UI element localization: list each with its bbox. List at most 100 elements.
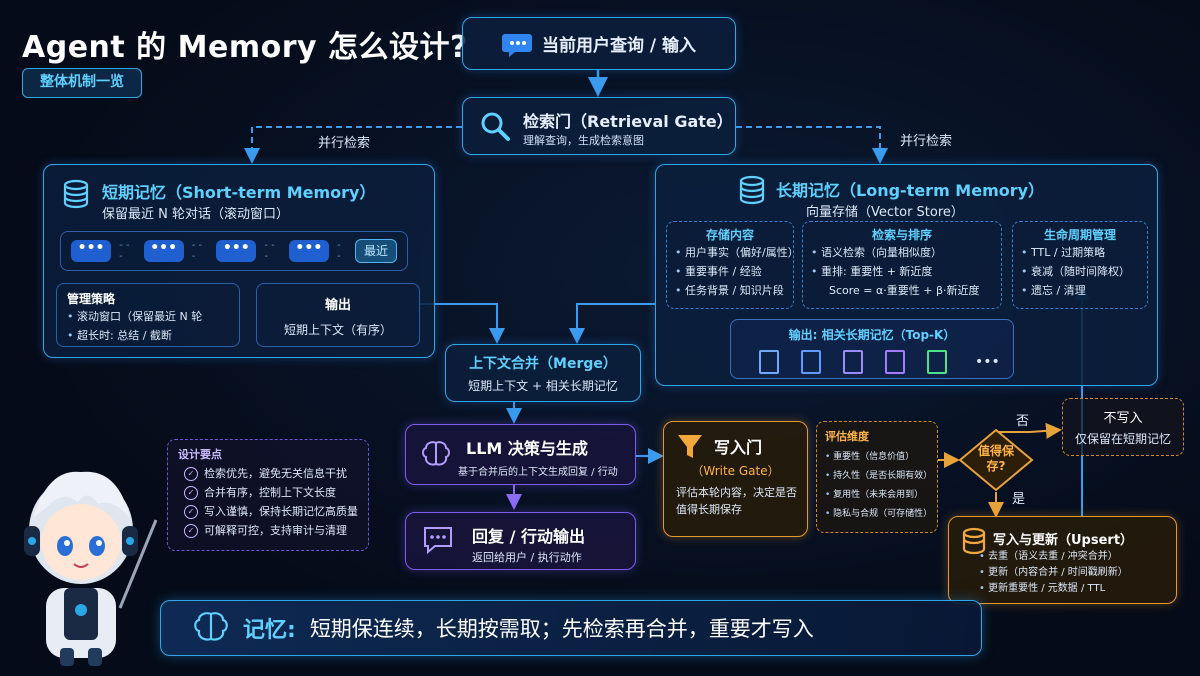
message-icon <box>424 527 452 555</box>
write-gate-title: 写入门 <box>714 438 763 457</box>
arrow-short-to-merge <box>420 303 505 344</box>
tip-item: ✓检索优先，避免无关信息干扰 <box>178 464 358 483</box>
short-output-box: 输出 短期上下文（有序） <box>256 283 420 347</box>
eval-item: 隐私与合规（可存储性） <box>825 505 932 524</box>
document-icon <box>885 350 905 374</box>
upsert-title: 写入与更新（Upsert） <box>993 533 1134 548</box>
lifecycle-box: 生命周期管理 TTL / 过期策略 衰减（随时间降权） 遗忘 / 清理 <box>1012 221 1148 309</box>
write-gate-desc: 评估本轮内容，决定是否值得长期保存 <box>676 486 797 516</box>
eval-title: 评估维度 <box>825 430 869 443</box>
document-icon <box>759 350 779 374</box>
no-label: 否 <box>1016 414 1030 429</box>
long-term-memory-panel: 长期记忆（Long-term Memory） 向量存储（Vector Store… <box>655 164 1158 386</box>
strategy-item: 超长时: 总结 / 截断 <box>67 326 229 345</box>
llm-title: LLM 决策与生成 <box>466 439 588 458</box>
upsert-box: 写入与更新（Upsert） 去重（语义去重 / 冲突合并） 更新（内容合并 / … <box>948 516 1177 604</box>
strategy-item: 滚动窗口（保留最近 N 轮 <box>67 307 229 326</box>
no-write-subtitle: 仅保留在短期记忆 <box>1074 432 1171 446</box>
footer-text: 短期保连续，长期按需取；先检索再合并，重要才写入 <box>309 617 814 641</box>
check-icon: ✓ <box>184 523 198 538</box>
tip-item: ✓合并有序，控制上下文长度 <box>178 483 358 502</box>
search-icon <box>481 112 510 141</box>
parallel-label-left: 并行检索 <box>318 136 371 151</box>
arrow-decision-no <box>996 422 1062 439</box>
reply-box: 回复 / 行动输出 返回给用户 / 执行动作 <box>405 512 636 570</box>
dialog-bubble: ••• <box>288 240 329 262</box>
document-icon <box>927 350 947 374</box>
document-icon <box>843 350 863 374</box>
lifecycle-item: 遗忘 / 清理 <box>1021 281 1139 300</box>
chat-icon <box>501 33 532 57</box>
mascot-illustration <box>24 471 158 666</box>
gate-title: 检索门（Retrieval Gate） <box>523 112 733 131</box>
write-gate-en: （Write Gate） <box>691 464 780 478</box>
parallel-label-right: 并行检索 <box>900 134 953 149</box>
store-item: 重要事件 / 经验 <box>675 262 785 281</box>
no-write-title: 不写入 <box>1103 411 1143 426</box>
check-icon: ✓ <box>184 466 198 481</box>
arrow-gate-to-long <box>736 126 888 164</box>
more-docs: ••• <box>975 354 1000 370</box>
no-write-box: 不写入 仅保留在短期记忆 <box>1062 398 1184 456</box>
long-term-title: 长期记忆（Long-term Memory） <box>776 181 1045 200</box>
doc-row: ••• <box>759 350 1000 374</box>
eval-item: 重要性（信息价值） <box>825 448 929 467</box>
eval-item: 持久性（是否长期有效） <box>825 467 932 486</box>
eval-dimensions-box: 评估维度 重要性（信息价值） 持久性（是否长期有效） 复用性（未来会用到） 隐私… <box>816 421 938 533</box>
lifecycle-title: 生命周期管理 <box>1043 228 1116 242</box>
arrow-long-to-merge <box>569 303 655 344</box>
short-term-title: 短期记忆（Short-term Memory） <box>102 183 376 202</box>
brain-icon <box>422 441 450 466</box>
store-title: 存储内容 <box>705 228 754 242</box>
overview-badge: 整体机制一览 <box>22 68 142 98</box>
short-term-memory-panel: 短期记忆（Short-term Memory） 保留最近 N 轮对话（滚动窗口）… <box>43 164 435 358</box>
conversation-window: ••• - - - ••• - - - ••• - - - ••• - - 最近 <box>60 231 408 271</box>
upsert-item: 更新重要性 / 元数据 / TTL <box>979 581 1128 597</box>
gate-subtitle: 理解查询，生成检索意图 <box>523 134 644 147</box>
latest-tag: 最近 <box>354 239 398 263</box>
rank-item: 语义检索（向量相似度） <box>811 243 993 262</box>
dialog-bubble: ••• <box>71 240 112 262</box>
rank-title: 检索与排序 <box>871 228 932 242</box>
upsert-item: 更新（内容合并 / 时间戳刷新） <box>979 565 1128 581</box>
short-output-title: 输出 <box>324 298 351 313</box>
dialog-bubble: ••• <box>143 240 184 262</box>
rank-box: 检索与排序 语义检索（向量相似度） 重排: 重要性 + 新近度 Score = … <box>802 221 1002 309</box>
score-formula: Score = α·重要性 + β·新近度 <box>829 284 980 297</box>
page-title: Agent 的 Memory 怎么设计? <box>22 30 468 65</box>
long-output-box: 输出: 相关长期记忆（Top-K） ••• <box>730 319 1014 379</box>
lifecycle-item: 衰减（随时间降权） <box>1021 262 1139 281</box>
reply-title: 回复 / 行动输出 <box>472 527 585 546</box>
brain-icon <box>194 612 228 641</box>
store-content-box: 存储内容 用户事实（偏好/属性） 重要事件 / 经验 任务背景 / 知识片段 <box>666 221 799 309</box>
store-item: 用户事实（偏好/属性） <box>675 243 799 262</box>
check-icon: ✓ <box>184 485 198 500</box>
short-output-text: 短期上下文（有序） <box>283 323 392 337</box>
decision-label: 值得保存? <box>977 444 1014 473</box>
arrow-gate-to-short <box>244 126 462 164</box>
tips-title: 设计要点 <box>178 448 222 461</box>
llm-subtitle: 基于合并后的上下文生成回复 / 行动 <box>458 467 618 478</box>
footer-lead: 记忆: <box>243 618 296 643</box>
database-icon <box>63 179 89 209</box>
design-tips-box: 设计要点 ✓检索优先，避免无关信息干扰 ✓合并有序，控制上下文长度 ✓写入谨慎，… <box>167 439 369 551</box>
lifecycle-item: TTL / 过期策略 <box>1021 243 1139 262</box>
check-icon: ✓ <box>184 504 198 519</box>
short-term-subtitle: 保留最近 N 轮对话（滚动窗口） <box>102 207 289 222</box>
input-label: 当前用户查询 / 输入 <box>541 36 697 56</box>
store-item: 任务背景 / 知识片段 <box>675 281 785 300</box>
strategy-title: 管理策略 <box>67 292 116 306</box>
long-output-title: 输出: 相关长期记忆（Top-K） <box>788 328 956 342</box>
yes-label: 是 <box>1012 492 1026 507</box>
filter-icon <box>678 435 702 458</box>
input-box: 当前用户查询 / 输入 <box>462 17 736 70</box>
reply-subtitle: 返回给用户 / 执行动作 <box>472 551 582 564</box>
strategy-box: 管理策略 滚动窗口（保留最近 N 轮 超长时: 总结 / 截断 <box>56 283 240 347</box>
eval-item: 复用性（未来会用到） <box>825 486 929 505</box>
rank-item: 重排: 重要性 + 新近度 <box>811 262 993 281</box>
dialog-bubble: ••• <box>216 240 257 262</box>
decision-diamond <box>958 428 1034 492</box>
merge-box: 上下文合并（Merge） 短期上下文 + 相关长期记忆 <box>445 344 641 402</box>
llm-box: LLM 决策与生成 基于合并后的上下文生成回复 / 行动 <box>405 424 636 485</box>
merge-title: 上下文合并（Merge） <box>469 356 617 372</box>
